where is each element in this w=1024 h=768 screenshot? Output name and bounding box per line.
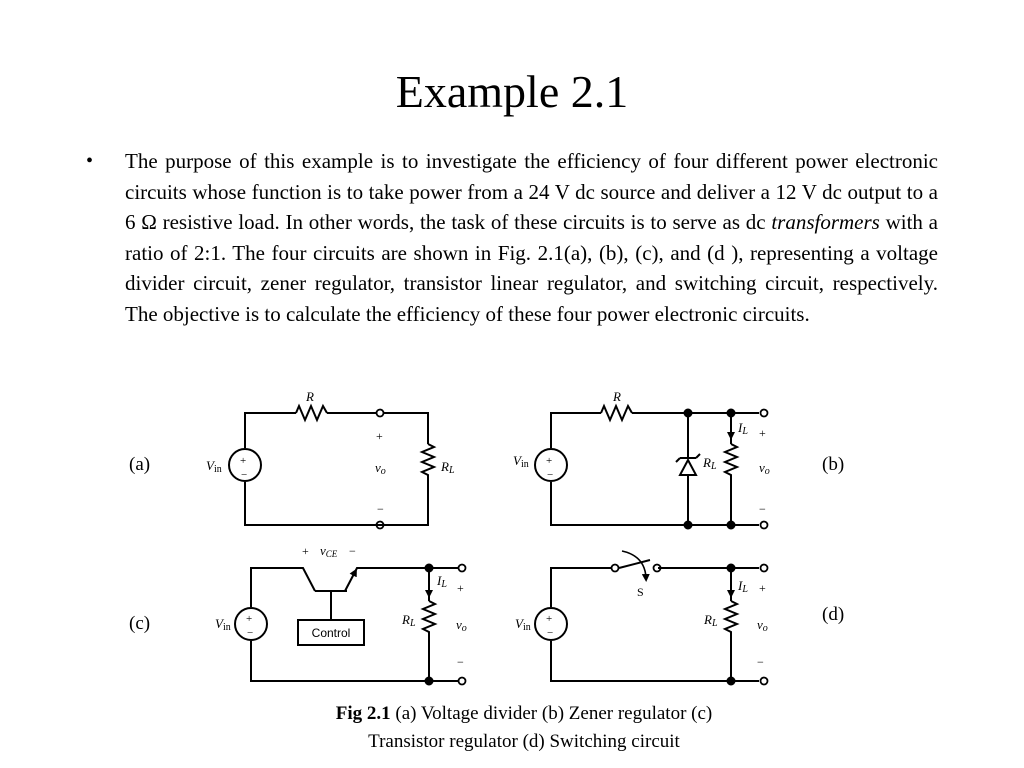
switch-contact <box>610 563 620 573</box>
wire <box>550 567 611 607</box>
vce-plus-sign: + <box>302 544 309 558</box>
figure-caption: Fig 2.1 (a) Voltage divider (b) Zener re… <box>262 700 786 756</box>
source-minus-sign: − <box>247 627 253 639</box>
junction-dot <box>683 520 693 530</box>
circuit-voltage-divider <box>228 403 437 530</box>
output-minus-sign: − <box>457 655 464 669</box>
resistor-label: R <box>612 389 621 404</box>
output-terminal <box>457 676 467 686</box>
output-voltage-label: vo <box>757 617 768 634</box>
voltage-source-symbol <box>534 607 568 641</box>
output-terminal <box>457 563 467 573</box>
output-terminal <box>759 676 769 686</box>
wire <box>250 567 316 607</box>
vce-minus-sign: − <box>349 544 356 558</box>
control-label: Control <box>312 626 351 640</box>
bullet-text-part-2: with a ratio of 2:1. The four circuits a… <box>125 210 938 326</box>
voltage-source-symbol <box>228 448 262 482</box>
wire <box>384 412 429 444</box>
output-terminal <box>759 563 769 573</box>
slide-title: Example 2.1 <box>395 66 629 117</box>
output-voltage-label: vo <box>375 460 386 477</box>
input-voltage-label: Vin <box>515 616 531 633</box>
load-resistor-symbol <box>420 600 438 681</box>
bullet-marker: • <box>86 150 94 172</box>
input-voltage-label: Vin <box>215 616 231 633</box>
switch-symbol <box>618 559 759 569</box>
panel-label-a: (a) <box>129 454 151 475</box>
output-terminal <box>375 408 385 418</box>
voltage-source-symbol <box>234 607 268 641</box>
resistor-label: R <box>305 389 314 404</box>
output-minus-sign: − <box>377 502 384 516</box>
output-plus-sign: + <box>376 429 383 443</box>
output-plus-sign: + <box>759 426 766 440</box>
output-voltage-label: vo <box>456 617 467 634</box>
output-plus-sign: + <box>457 581 464 595</box>
source-plus-sign: + <box>240 455 246 467</box>
junction-dot <box>726 408 736 418</box>
junction-dot <box>726 676 736 686</box>
junction-dot <box>424 676 434 686</box>
junction-dot <box>424 563 434 573</box>
circuit-transistor-regulator <box>234 563 467 686</box>
figure-caption-number: Fig 2.1 <box>335 703 391 724</box>
panel-label-b: (b) <box>822 454 845 475</box>
load-current-label: IL <box>436 573 447 590</box>
zener-diode-symbol <box>675 453 701 525</box>
load-resistor-symbol <box>244 443 437 526</box>
bullet-text: The purpose of this example is to invest… <box>125 146 938 329</box>
resistor-r-symbol <box>600 403 633 423</box>
output-minus-sign: − <box>757 655 764 669</box>
source-minus-sign: − <box>547 469 553 481</box>
output-voltage-label: vo <box>759 460 770 477</box>
vce-label: vCE <box>320 543 338 559</box>
source-minus-sign: − <box>547 627 553 639</box>
bullet-text-part-1: The purpose of this example is to invest… <box>125 149 938 234</box>
figure-caption-line-2: Transistor regulator (d) Switching circu… <box>368 731 680 752</box>
junction-dot <box>726 520 736 530</box>
load-resistor-label: RL <box>440 459 455 476</box>
wire <box>250 641 459 682</box>
load-resistor-symbol <box>722 600 740 681</box>
wire <box>244 412 296 448</box>
junction-dot <box>726 563 736 573</box>
source-minus-sign: − <box>241 469 247 481</box>
figure-caption-line-1: (a) Voltage divider (b) Zener regulator … <box>390 703 713 724</box>
transistor-emitter-arrow <box>344 568 357 592</box>
output-terminal <box>375 520 385 530</box>
load-resistor-symbol <box>722 443 740 525</box>
source-plus-sign: + <box>246 613 252 625</box>
wire <box>550 412 601 448</box>
source-plus-sign: + <box>546 455 552 467</box>
panel-label-c: (c) <box>129 613 151 634</box>
switch-label: S <box>637 585 644 599</box>
output-plus-sign: + <box>759 581 766 595</box>
output-terminal <box>759 520 769 530</box>
output-minus-sign: − <box>759 502 766 516</box>
output-terminal <box>759 408 769 418</box>
input-voltage-label: Vin <box>513 453 529 470</box>
resistor-r-symbol <box>295 403 328 423</box>
control-block <box>297 619 365 646</box>
bullet-text-emphasis: transformers <box>771 210 880 234</box>
wire <box>550 482 759 526</box>
load-resistor-label: RL <box>703 612 718 629</box>
load-current-label: IL <box>737 420 748 437</box>
source-plus-sign: + <box>546 613 552 625</box>
wire <box>550 641 759 682</box>
load-resistor-label: RL <box>702 455 717 472</box>
switch-contact <box>652 563 662 573</box>
circuit-zener-regulator <box>534 403 769 530</box>
circuit-switching <box>534 550 769 686</box>
switch-arrow <box>621 550 650 582</box>
load-resistor-label: RL <box>401 612 416 629</box>
input-voltage-label: Vin <box>206 458 222 475</box>
panel-label-d: (d) <box>822 604 845 625</box>
load-current-label: IL <box>737 578 748 595</box>
voltage-source-symbol <box>534 448 568 482</box>
junction-dot <box>683 408 693 418</box>
